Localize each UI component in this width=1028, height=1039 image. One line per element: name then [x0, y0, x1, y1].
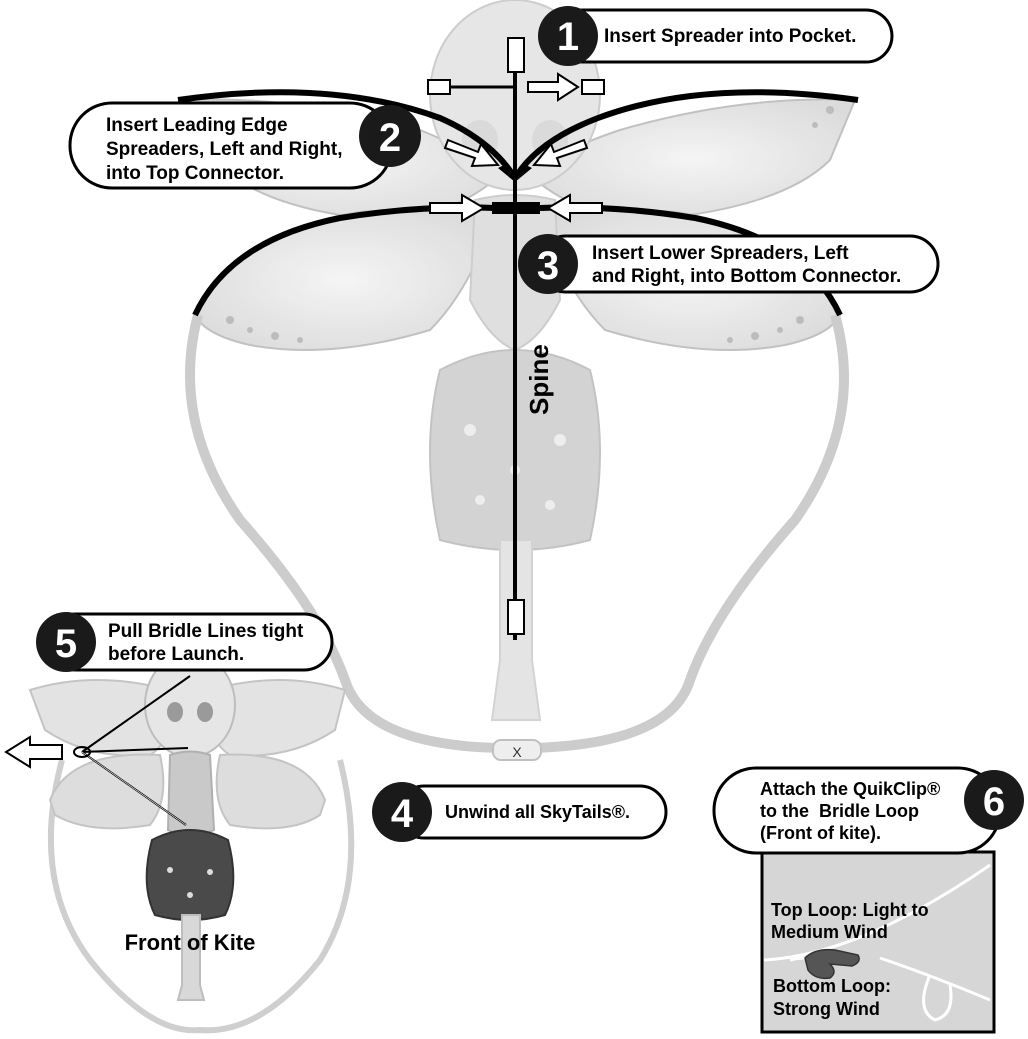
- step1-arrow: [527, 72, 580, 102]
- step-1-text: Insert Spreader into Pocket.: [604, 26, 856, 47]
- leading-edge-spreader-right: [514, 89, 859, 177]
- lower-left-wing: [193, 208, 497, 351]
- step-4-badge: [372, 782, 432, 842]
- step-1-number: 1: [557, 15, 579, 59]
- step-2-number: 2: [379, 116, 401, 160]
- step-3-line-2: and Right, into Bottom Connector.: [592, 266, 901, 287]
- step-6-badge: [964, 770, 1024, 830]
- step-2-callout: 2 Insert Leading Edge Spreaders, Left an…: [68, 101, 421, 190]
- step-3-badge: [518, 234, 578, 294]
- bottom-loop-line-2: Strong Wind: [773, 999, 880, 1019]
- svg-text:X: X: [512, 744, 522, 760]
- quikclip-icon: [804, 948, 860, 980]
- step2-arrow-left: [443, 138, 501, 168]
- step-1-callout: 1 Insert Spreader into Pocket.: [538, 6, 894, 66]
- spine-top-cap: [507, 37, 525, 73]
- step-6-line-1: Attach the QuikClip®: [760, 779, 940, 799]
- step-5-line-2: before Launch.: [108, 644, 244, 665]
- step-4-number: 4: [391, 792, 414, 836]
- step2-arrow-right: [531, 138, 589, 168]
- top-loop-line-1: Top Loop: Light to: [771, 900, 929, 920]
- step3-arrow-left: [429, 193, 486, 223]
- front-bridle-loop: [47, 759, 355, 1034]
- top-loop-line-2: Medium Wind: [771, 922, 888, 942]
- top-spreader-right-cap: [581, 79, 605, 95]
- tail-connector: [492, 739, 542, 761]
- step-4-text: Unwind all SkyTails®.: [445, 802, 630, 822]
- step-5-callout: 5 Pull Bridle Lines tight before Launch.: [36, 612, 334, 672]
- top-spreader-left-cap: [427, 79, 451, 95]
- tail-loop: [185, 313, 849, 753]
- step-6-line-3: (Front of kite).: [760, 823, 881, 843]
- step-5-number: 5: [55, 622, 77, 666]
- step-3-number: 3: [537, 244, 559, 288]
- spine-label: Spine: [524, 344, 554, 415]
- leading-edge-spreader-left: [177, 89, 516, 177]
- step-4-callout: 4 Unwind all SkyTails®.: [372, 782, 668, 842]
- step-6-callout: Top Loop: Light to Medium Wind Bottom Lo…: [712, 766, 1024, 1034]
- step-2-line-1: Insert Leading Edge: [106, 115, 288, 136]
- spine-bottom-cap: [507, 599, 525, 635]
- front-of-kite-label: Front of Kite: [125, 930, 256, 955]
- step-2-badge: [359, 105, 421, 167]
- step-3-callout: 3 Insert Lower Spreaders, Left and Right…: [518, 234, 940, 294]
- step-3-line-1: Insert Lower Spreaders, Left: [592, 243, 849, 264]
- front-of-kite-inset: Front of Kite: [4, 652, 355, 1034]
- top-connector: [498, 165, 532, 182]
- step-5-badge: [36, 612, 96, 672]
- step-2-line-3: into Top Connector.: [106, 163, 284, 184]
- step-2-line-2: Spreaders, Left and Right,: [106, 139, 342, 160]
- bottom-loop-line-1: Bottom Loop:: [773, 976, 891, 996]
- step3-arrow-right: [546, 193, 603, 223]
- bottom-connector: [492, 202, 540, 214]
- step-1-badge: [538, 6, 598, 66]
- launch-direction-arrow: [4, 735, 63, 769]
- step-5-line-1: Pull Bridle Lines tight: [108, 621, 304, 642]
- step-6-line-2: to the Bridle Loop: [760, 801, 919, 821]
- step-6-number: 6: [983, 780, 1005, 824]
